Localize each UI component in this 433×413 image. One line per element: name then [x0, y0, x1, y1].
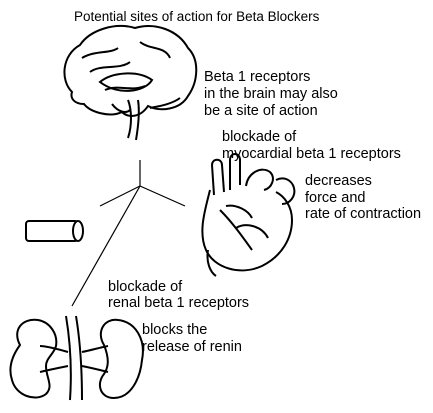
kidney-blockade-line1: blockade of [108, 279, 183, 295]
heart-blockade-line1: blockade of [222, 129, 297, 145]
pill-icon [25, 220, 84, 242]
heart-blockade-line2: myocardial beta 1 receptors [222, 146, 401, 162]
kidney-blockade-line2: renal beta 1 receptors [108, 295, 250, 311]
kidney-effect-line2: release of renin [142, 339, 242, 355]
heart-icon [201, 153, 296, 277]
page-title: Potential sites of action for Beta Block… [74, 9, 320, 24]
line-to-heart [139, 185, 186, 207]
brain-label-line1: Beta 1 receptors [204, 69, 311, 85]
kidney-effect-line1: blocks the [142, 322, 208, 338]
kidneys-icon [9, 315, 144, 401]
line-to-kidneys [71, 185, 141, 307]
brain-label-line3: be a site of action [204, 103, 318, 119]
heart-effect-line3: rate of contraction [305, 206, 422, 222]
line-to-pill [99, 185, 141, 207]
brain-icon [63, 24, 198, 141]
connector-lines [71, 160, 186, 307]
heart-effect-line1: decreases [305, 173, 372, 189]
brain-label-line2: in the brain may also [204, 86, 338, 102]
heart-effect-line2: force and [305, 190, 366, 206]
